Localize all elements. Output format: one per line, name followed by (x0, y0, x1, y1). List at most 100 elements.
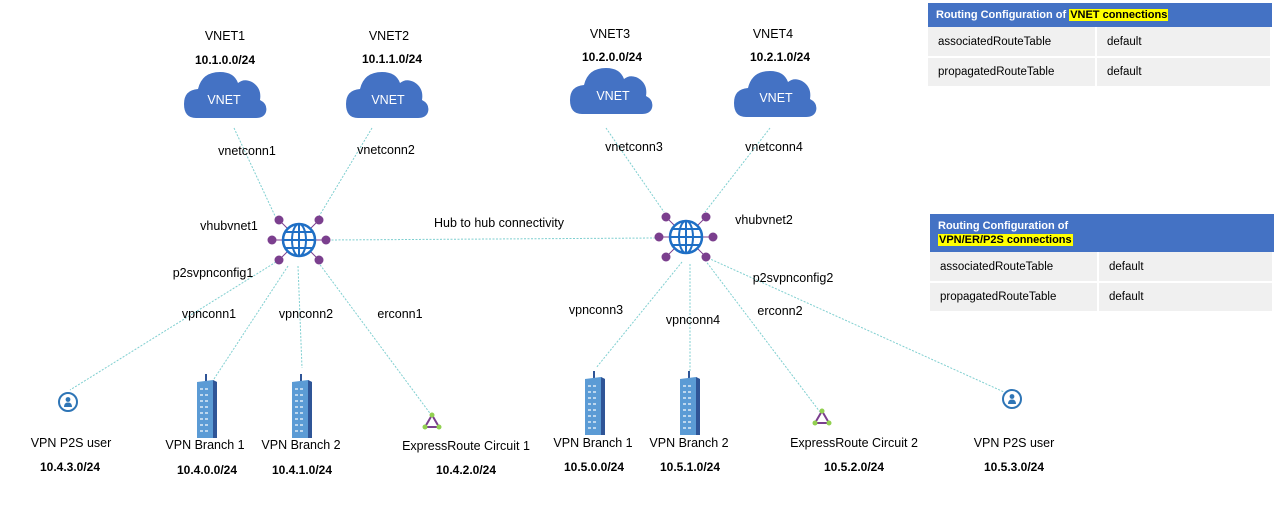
site-name: ExpressRoute Circuit 1 (402, 439, 530, 453)
link-h1-er (317, 261, 433, 417)
link-h1-branch2 (297, 265, 303, 369)
site-name: ExpressRoute Circuit 2 (790, 436, 918, 450)
vnet3-name: VNET3 (590, 27, 630, 41)
link-h2-branch1 (595, 261, 683, 369)
vnet4-node: VNET4 10.2.1.0/24 VNET vnetconn4 (734, 27, 817, 154)
routing-config-vpn-table: associatedRouteTable default propagatedR… (930, 252, 1274, 313)
site-cidr: 10.4.0.0/24 (177, 463, 237, 477)
vnet3-cloud-label: VNET (596, 89, 630, 103)
vnet4-cidr: 10.2.1.0/24 (750, 50, 810, 64)
vnet2-cidr: 10.1.1.0/24 (362, 52, 422, 66)
expressroute-icon (421, 411, 443, 431)
link-h2-er (704, 259, 821, 413)
site-cidr: 10.5.2.0/24 (824, 460, 884, 474)
site-name: VPN Branch 2 (261, 438, 340, 452)
site-p2s-user-1: VPN P2S user 10.4.3.0/24 (31, 392, 112, 474)
hub1-name: vhubvnet1 (200, 219, 258, 233)
site-vpn-branch-2: VPN Branch 2 10.4.1.0/24 (261, 374, 341, 477)
row-value: default (1098, 282, 1274, 313)
vnet1-cloud-label: VNET (207, 93, 241, 107)
building-icon (680, 371, 700, 435)
site-name: VPN Branch 1 (553, 436, 632, 450)
site-name: VPN Branch 1 (165, 438, 244, 452)
site-name: VPN P2S user (974, 436, 1055, 450)
routing-config-vpn: Routing Configuration of VPN/ER/P2S conn… (930, 214, 1274, 313)
link-h1-branch1 (211, 265, 289, 383)
link-h1-p2s (69, 261, 277, 391)
vnet3-cidr: 10.2.0.0/24 (582, 50, 642, 64)
vnet1-conn-label: vnetconn1 (218, 144, 276, 158)
row-key: propagatedRouteTable (930, 282, 1099, 313)
vpnconn3-label: vpnconn3 (569, 303, 623, 317)
vnet2-conn-label: vnetconn2 (357, 143, 415, 157)
site-expressroute-2: ExpressRoute Circuit 2 10.5.2.0/24 (790, 407, 918, 474)
row-value: default (1098, 252, 1274, 283)
table-row: propagatedRouteTable default (930, 282, 1274, 313)
vnet4-cloud-label: VNET (759, 91, 793, 105)
vnet3-conn-label: vnetconn3 (605, 140, 663, 154)
erconn1-label: erconn1 (377, 307, 422, 321)
routing-config-vpn-title: Routing Configuration of VPN/ER/P2S conn… (930, 214, 1274, 252)
link-vnet3 (605, 127, 665, 213)
user-icon (58, 392, 78, 412)
hub2-p2s-config: p2svpnconfig2 (753, 271, 834, 285)
vnet2-name: VNET2 (369, 29, 409, 43)
user-icon (1002, 389, 1022, 409)
hub2-node: vhubvnet2 p2svpnconfig2 (653, 211, 834, 285)
vnet4-conn-label: vnetconn4 (745, 140, 803, 154)
building-icon (585, 371, 605, 435)
vnet1-node: VNET1 10.1.0.0/24 VNET vnetconn1 (184, 29, 276, 158)
title-line1: Routing Configuration of (938, 220, 1069, 232)
site-cidr: 10.4.1.0/24 (272, 463, 332, 477)
vnet1-name: VNET1 (205, 29, 245, 43)
link-vnet2 (317, 127, 373, 219)
vnet2-cloud-label: VNET (371, 93, 405, 107)
row-key: associatedRouteTable (928, 27, 1097, 58)
title-highlight: VPN/ER/P2S connections (938, 234, 1073, 246)
routing-config-vnet: Routing Configuration of VNET connection… (928, 3, 1272, 88)
expressroute-icon (811, 407, 833, 427)
vnet4-name: VNET4 (753, 27, 793, 41)
table-row: associatedRouteTable default (930, 252, 1274, 283)
vpnconn4-label: vpnconn4 (666, 313, 720, 327)
link-hub-to-hub (327, 237, 656, 241)
vnet1-cidr: 10.1.0.0/24 (195, 53, 255, 67)
vnet3-node: VNET3 10.2.0.0/24 VNET vnetconn3 (570, 27, 663, 154)
title-prefix: Routing Configuration of (936, 9, 1070, 21)
site-name: VPN Branch 2 (649, 436, 728, 450)
table-row: associatedRouteTable default (928, 27, 1272, 58)
row-key: associatedRouteTable (930, 252, 1099, 283)
title-highlight: VNET connections (1069, 9, 1169, 21)
site-vpn-branch-3: VPN Branch 1 10.5.0.0/24 (553, 371, 633, 474)
link-vnet1 (233, 127, 277, 219)
link-vnet4 (704, 127, 771, 213)
routing-config-vnet-title: Routing Configuration of VNET connection… (928, 3, 1272, 27)
row-value: default (1096, 27, 1272, 58)
routing-config-vnet-table: associatedRouteTable default propagatedR… (928, 27, 1272, 88)
table-row: propagatedRouteTable default (928, 57, 1272, 88)
site-cidr: 10.5.1.0/24 (660, 460, 720, 474)
erconn2-label: erconn2 (757, 304, 802, 318)
row-key: propagatedRouteTable (928, 57, 1097, 88)
site-vpn-branch-4: VPN Branch 2 10.5.1.0/24 (649, 371, 729, 474)
globe-icon (653, 211, 719, 263)
hub1-p2s-config: p2svpnconfig1 (173, 266, 254, 280)
site-p2s-user-2: VPN P2S user 10.5.3.0/24 (974, 389, 1055, 474)
vnet2-node: VNET2 10.1.1.0/24 VNET vnetconn2 (346, 29, 429, 157)
hub1-node: vhubvnet1 p2svpnconfig1 (173, 214, 332, 280)
site-name: VPN P2S user (31, 436, 112, 450)
vpnconn1-label: vpnconn1 (182, 307, 236, 321)
hub2-name: vhubvnet2 (735, 213, 793, 227)
site-cidr: 10.4.3.0/24 (40, 460, 100, 474)
link-h2-p2s (707, 257, 1005, 393)
building-icon (197, 374, 217, 438)
site-cidr: 10.5.3.0/24 (984, 460, 1044, 474)
site-cidr: 10.4.2.0/24 (436, 463, 496, 477)
row-value: default (1096, 57, 1272, 88)
site-vpn-branch-1: VPN Branch 1 10.4.0.0/24 (165, 374, 245, 477)
vpnconn2-label: vpnconn2 (279, 307, 333, 321)
site-cidr: 10.5.0.0/24 (564, 460, 624, 474)
site-expressroute-1: ExpressRoute Circuit 1 10.4.2.0/24 (402, 411, 530, 477)
connection-lines (69, 127, 1005, 417)
